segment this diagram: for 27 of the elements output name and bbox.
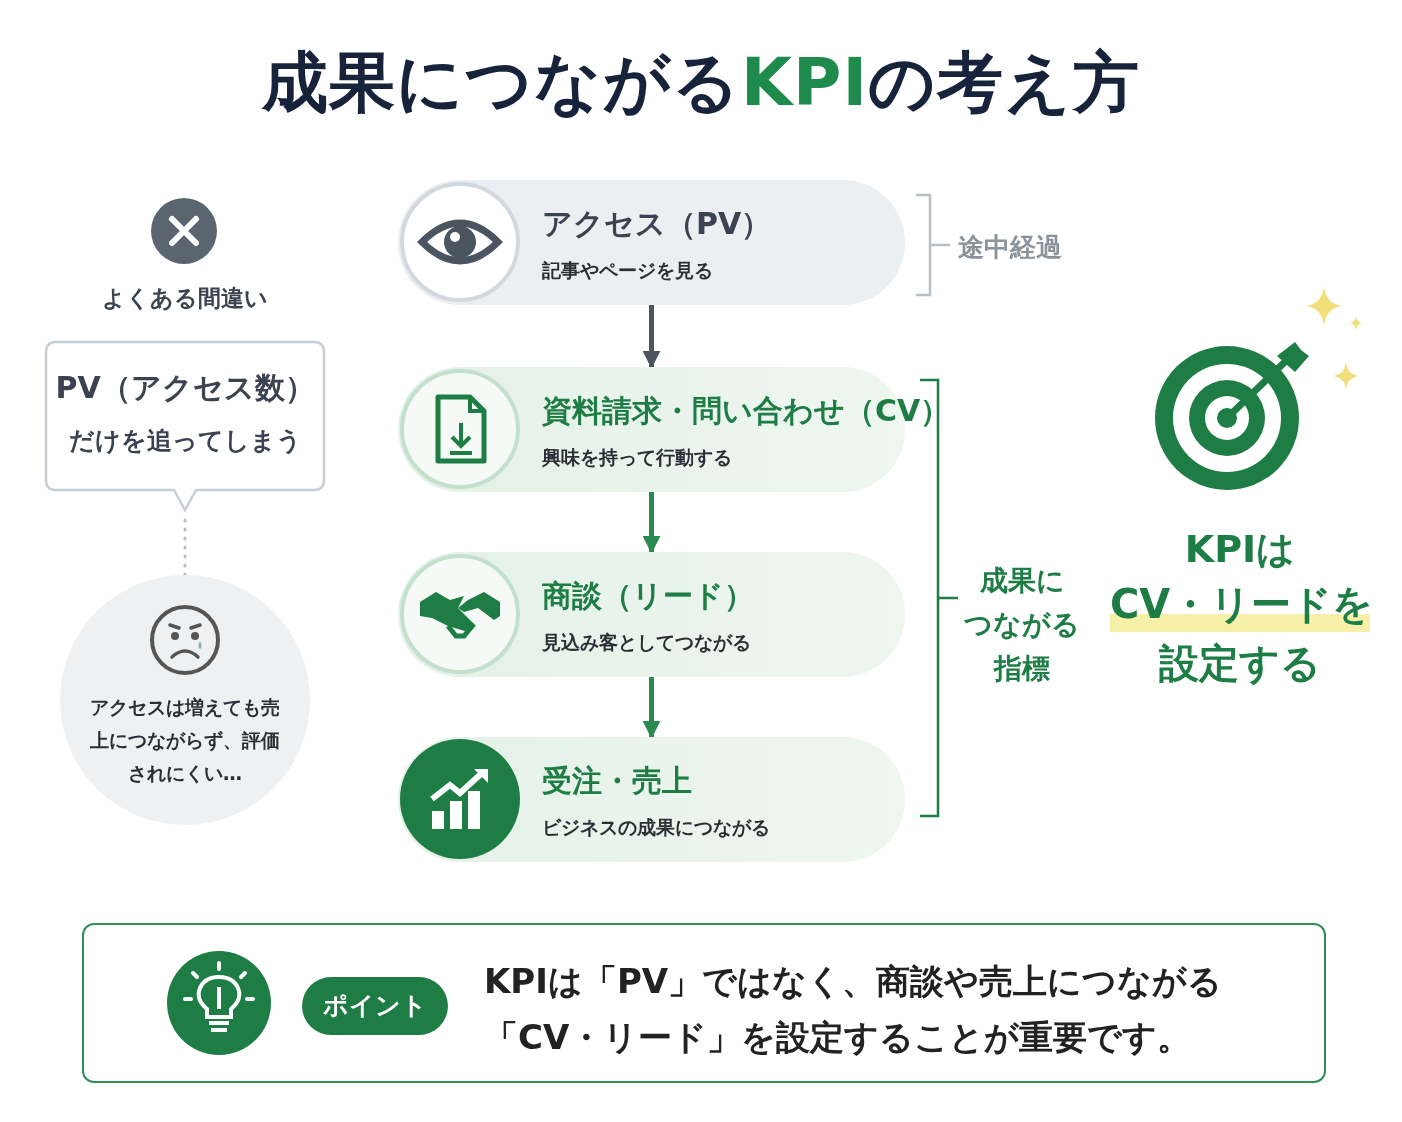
step-title: 資料請求・問い合わせ（CV） (542, 392, 951, 430)
step-title: アクセス（PV） (542, 205, 772, 243)
point-box (82, 923, 1326, 1083)
arrow (642, 677, 661, 739)
arrow (642, 305, 661, 369)
bracket-label: つながる (963, 607, 1081, 643)
step-title: 商談（リード） (542, 577, 754, 615)
bubble-heading: PV（アクセス数） (54, 369, 316, 407)
bubble-text: だけを追ってしまう (67, 425, 303, 457)
arrow (642, 492, 661, 554)
step-title: 受注・売上 (542, 762, 692, 800)
title: 成果につながるKPIの考え方 (260, 43, 1142, 123)
point-badge: ポイント (302, 977, 448, 1035)
step-description: 見込み客としてつながる (542, 630, 751, 655)
bracket-label: 指標 (992, 651, 1051, 687)
step-description: ビジネスの成果につながる (542, 815, 770, 840)
step-description: 興味を持って行動する (542, 445, 732, 470)
step-description: 記事やページを見る (542, 258, 713, 283)
caption-text: よくある間違い (101, 284, 269, 313)
point-sentence: KPIは「PV」ではなく、商談や売上につながる「CV・リード」を設定することが重要です。 (484, 960, 1224, 1059)
conclusion-text: KPIは (1183, 526, 1297, 573)
bracket-label: 途中経過 (958, 231, 1063, 264)
result-text: アクセスは増えても売上につながらず、評価されにくい… (89, 695, 281, 786)
conclusion-text: 設定する (1158, 639, 1322, 688)
dotted-line (183, 518, 187, 577)
bracket-label: 成果に (978, 563, 1066, 599)
speech-bubble (44, 340, 326, 512)
